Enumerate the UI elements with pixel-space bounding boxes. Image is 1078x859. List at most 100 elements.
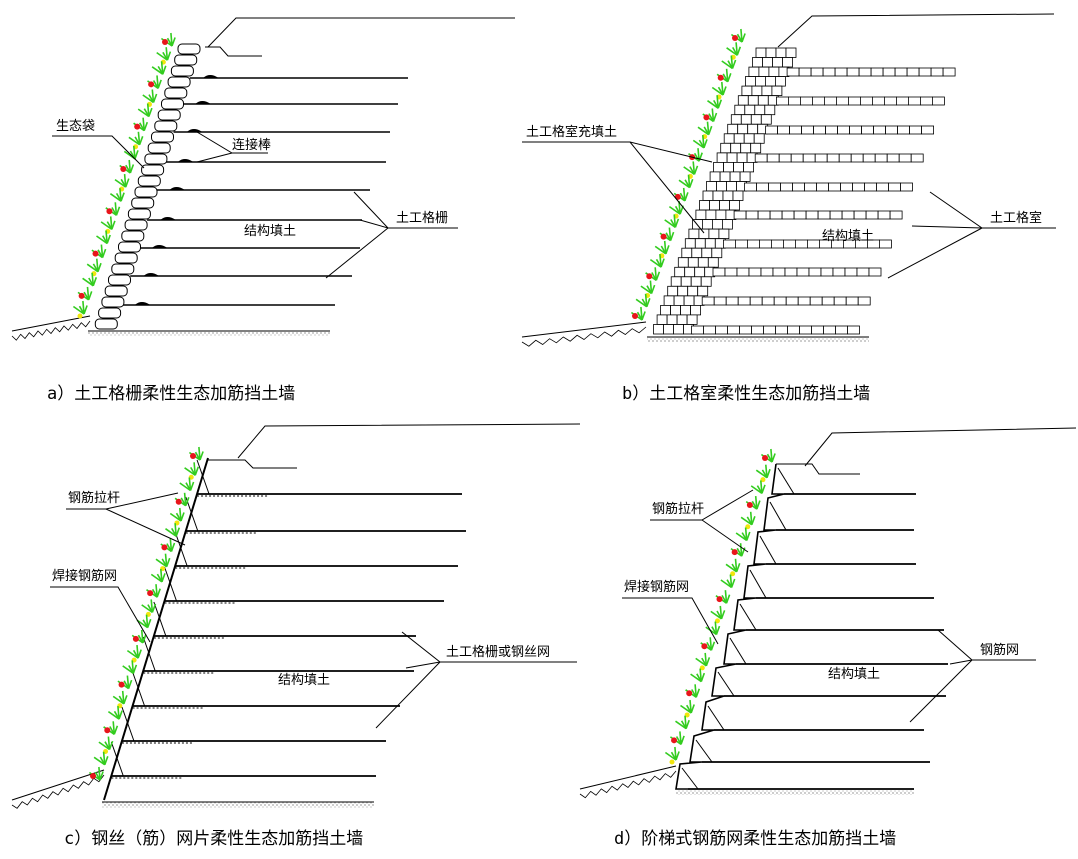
- geocell-unit: [673, 324, 684, 335]
- geocell-band: [930, 67, 944, 77]
- grass-blade: [112, 721, 116, 735]
- geocell-band: [824, 96, 837, 106]
- geocell-band: [754, 153, 768, 163]
- leader-tie-rod-2: [105, 508, 186, 546]
- caption-b: b）土工格室柔性生态加筋挡土墙: [622, 384, 870, 404]
- geocell-unit: [743, 161, 754, 173]
- geocell-band: [820, 267, 834, 277]
- leader-rod-2: [196, 152, 233, 163]
- grass-blade: [692, 161, 696, 175]
- geocell-band: [712, 267, 726, 277]
- red-flower: [686, 690, 693, 697]
- yellow-flower: [714, 618, 720, 624]
- geocell-band: [781, 210, 795, 220]
- geocell-band: [823, 325, 836, 335]
- geocell-band: [834, 67, 848, 77]
- geocell-band: [844, 267, 858, 277]
- panel-a-geogrid-wall: 生态袋 连接棒 土工格栅 结构填土 a）土工格栅柔性生态加筋挡土墙: [11, 17, 515, 404]
- geocell-unit: [762, 57, 773, 68]
- red-flower: [148, 81, 155, 88]
- geocell-unit: [729, 200, 740, 211]
- grass-blade: [156, 75, 159, 89]
- grass-blade: [183, 492, 187, 506]
- geocell-unit: [744, 104, 756, 116]
- geocell-unit: [750, 114, 762, 125]
- geocell-unit: [684, 238, 696, 249]
- grass-blade: [702, 134, 705, 148]
- grass-blade: [123, 174, 127, 188]
- geocell-unit: [660, 304, 671, 316]
- connecting-rod: [143, 273, 159, 277]
- grass-blade: [682, 187, 686, 201]
- eco-bag: [98, 307, 122, 319]
- slope-line: [521, 321, 647, 338]
- tie-rod: [185, 496, 199, 532]
- eco-bag: [157, 109, 181, 121]
- grass-blade: [119, 188, 122, 202]
- red-flower: [132, 635, 139, 642]
- red-flower: [161, 544, 168, 551]
- geocell-unit: [698, 228, 710, 240]
- geocell-band: [776, 96, 789, 106]
- label-connecting-rod: 连接棒: [232, 137, 271, 153]
- geocell-band: [849, 125, 862, 135]
- geocell-unit: [771, 85, 783, 96]
- tie-rod: [174, 531, 188, 567]
- foundation-ground: [102, 802, 374, 808]
- geocell-band: [771, 239, 784, 249]
- geocell-unit: [697, 285, 709, 297]
- top-ground-line: [237, 423, 581, 459]
- grass-blade: [707, 100, 719, 109]
- geocell-band: [727, 325, 740, 335]
- geocell-unit: [761, 85, 773, 96]
- geocell-band: [829, 210, 843, 220]
- geocell-band: [814, 153, 828, 163]
- ground-hatch: [579, 765, 677, 799]
- grass-blade: [663, 240, 667, 254]
- eco-bag: [170, 65, 194, 77]
- geocell-band: [910, 153, 924, 163]
- hatch-zigzag: [521, 326, 647, 347]
- mesh-face: [103, 457, 209, 801]
- foundation-ground: [647, 337, 869, 342]
- red-flower: [120, 165, 127, 172]
- tie-rod: [153, 601, 167, 637]
- geocell-band: [745, 210, 759, 220]
- grass-blade: [145, 614, 149, 628]
- geocell-unit: [751, 85, 763, 96]
- grass-blade: [121, 690, 125, 704]
- geocell-unit: [745, 76, 756, 87]
- red-flower: [716, 596, 723, 603]
- geocell-unit: [663, 324, 674, 335]
- grass-blade: [179, 507, 182, 522]
- geocell-unit: [676, 314, 688, 325]
- grass-blade: [114, 178, 127, 188]
- grass-blade: [100, 221, 113, 231]
- eco-bag: [111, 263, 135, 275]
- grass-blade: [695, 657, 707, 667]
- geocell-unit: [740, 142, 752, 154]
- label-structural-fill: 结构填土: [822, 229, 874, 244]
- red-flower: [90, 773, 96, 779]
- grass-blade: [664, 219, 676, 228]
- leader-reinforcement-2: [949, 659, 973, 665]
- geocell-unit: [730, 142, 742, 154]
- grass-blade: [716, 95, 719, 109]
- grass-blade: [142, 94, 154, 104]
- grass-blade: [112, 695, 125, 705]
- geocell-unit: [760, 114, 772, 125]
- label-geogrid: 土工格栅: [396, 210, 448, 226]
- yellow-flower: [745, 524, 751, 530]
- geocell-band: [877, 210, 891, 220]
- geocell-band: [918, 67, 932, 77]
- caption-c: c）钢丝（筋）网片柔性生态加筋挡土墙: [64, 829, 363, 849]
- geocell-band: [788, 96, 801, 106]
- leader-reinforcement-3: [375, 661, 441, 729]
- geocell-unit: [765, 76, 776, 87]
- eco-bag: [131, 197, 155, 209]
- grass-blade: [750, 485, 763, 495]
- slope-line: [11, 315, 91, 332]
- geocell-band: [798, 67, 812, 77]
- panel-b-geocell-wall: 土工格室充填土 土工格室 结构填土 b）土工格室柔性生态加筋挡土墙: [521, 13, 1056, 404]
- leader-cell-fill: [522, 141, 713, 163]
